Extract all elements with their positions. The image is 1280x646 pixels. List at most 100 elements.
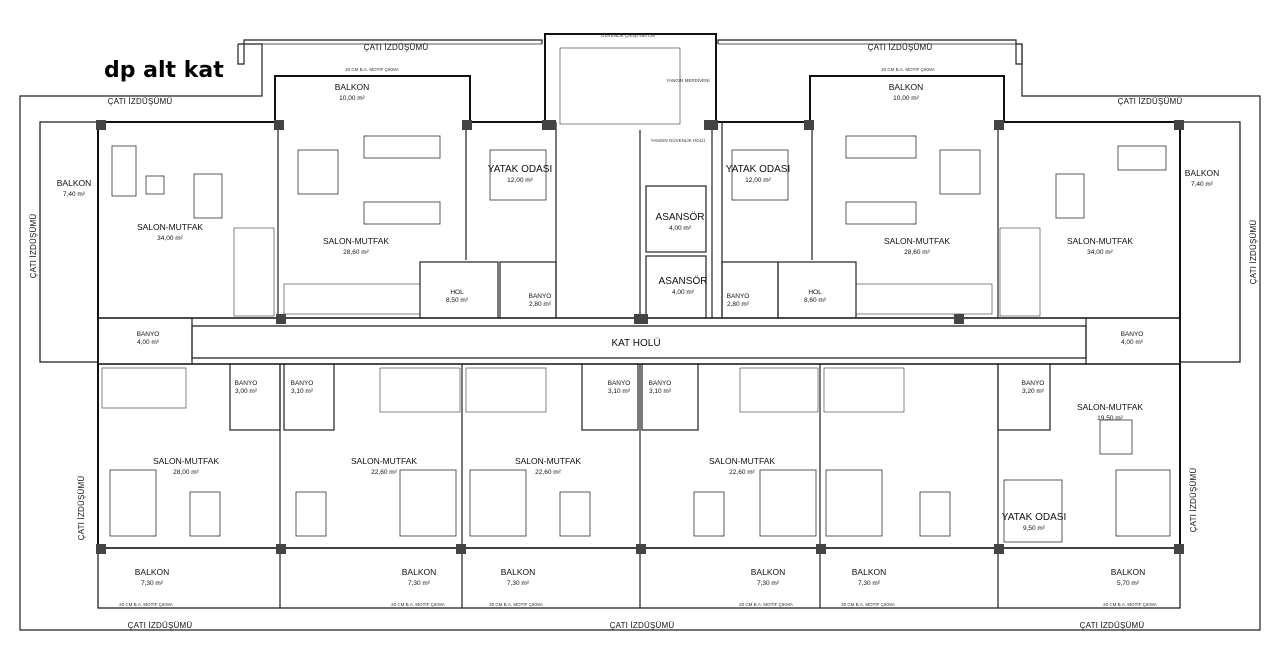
room-name-31: BALKON: [501, 567, 536, 577]
room-area-7: 12,00 m²: [745, 177, 771, 184]
room-name-25: SALON-MUTFAK: [351, 456, 417, 466]
roof-label-top-left: ÇATI İZDÜŞÜMÜ: [364, 43, 429, 52]
railing-note-6: 20 CM B.A. MOTİF ÇIKMA: [739, 601, 793, 607]
roof-label-right: ÇATI İZDÜŞÜMÜ: [1118, 97, 1183, 106]
roof-labels: ÇATI İZDÜŞÜMÜ ÇATI İZDÜŞÜMÜ ÇATI İZDÜŞÜM…: [29, 43, 1258, 630]
room-area-3: 7,40 m²: [1191, 181, 1214, 188]
room-name-34: BALKON: [1111, 567, 1146, 577]
room-name-21: BANYO: [649, 380, 672, 387]
room-area-21: 3,10 m²: [649, 388, 672, 395]
roof-label-side-left-upper: ÇATI İZDÜŞÜMÜ: [29, 214, 38, 279]
room-area-28: 9,50 m²: [1023, 525, 1046, 532]
room-area-34: 5,70 m²: [1117, 580, 1140, 587]
room-name-4: SALON-MUTFAK: [137, 222, 203, 232]
railing-note-5: 20 CM B.A. MOTİF ÇIKMA: [489, 601, 543, 607]
interior-walls: [97, 122, 1181, 608]
room-name-10: SALON-MUTFAK: [884, 236, 950, 246]
roof-label-left: ÇATI İZDÜŞÜMÜ: [108, 97, 173, 106]
room-name-15: BANYO: [727, 293, 750, 300]
room-name-8: ASANSÖR: [656, 211, 705, 223]
room-area-9: 4,00 m²: [672, 289, 695, 296]
room-area-24: 28,00 m²: [173, 469, 199, 476]
room-name-12: HOL: [450, 289, 464, 296]
roof-label-bottom-center: ÇATI İZDÜŞÜMÜ: [610, 621, 675, 630]
railing-note-1: 20 CM B.A. MOTİF ÇIKMA: [345, 66, 399, 72]
room-name-0: BALKON: [335, 82, 370, 92]
railing-note-4: 20 CM B.A. MOTİF ÇIKMA: [391, 601, 445, 607]
roof-label-side-left-lower: ÇATI İZDÜŞÜMÜ: [77, 476, 86, 541]
room-name-22: BANYO: [1022, 380, 1045, 387]
roof-label-bottom-left: ÇATI İZDÜŞÜMÜ: [128, 621, 193, 630]
room-name-9: ASANSÖR: [659, 275, 708, 287]
room-area-20: 3,10 m²: [608, 388, 631, 395]
room-area-23: 19,50 m²: [1097, 415, 1123, 422]
room-area-1: 10,00 m²: [893, 95, 919, 102]
shaft-width-note: GÜVENLİK ÇIKIŞI 400 CM: [601, 32, 655, 38]
room-area-31: 7,30 m²: [507, 580, 530, 587]
room-area-0: 10,00 m²: [339, 95, 365, 102]
roof-label-bottom-right: ÇATI İZDÜŞÜMÜ: [1080, 621, 1145, 630]
room-name-27: SALON-MUTFAK: [709, 456, 775, 466]
railing-note-2: 20 CM B.A. MOTİF ÇIKMA: [881, 66, 935, 72]
room-name-26: SALON-MUTFAK: [515, 456, 581, 466]
room-area-5: 28,60 m²: [343, 249, 369, 256]
railing-note-7: 20 CM B.A. MOTİF ÇIKMA: [841, 601, 895, 607]
room-name-23: SALON-MUTFAK: [1077, 402, 1143, 412]
room-area-6: 12,00 m²: [507, 177, 533, 184]
room-area-17: 4,00 m²: [1121, 339, 1144, 346]
room-name-2: BALKON: [57, 178, 92, 188]
room-area-18: 3,00 m²: [235, 388, 258, 395]
room-name-20: BANYO: [608, 380, 631, 387]
room-area-30: 7,30 m²: [408, 580, 431, 587]
room-name-13: HOL: [808, 289, 822, 296]
room-name-6: YATAK ODASI: [488, 164, 552, 175]
room-area-33: 7,30 m²: [858, 580, 881, 587]
roof-label-top-right: ÇATI İZDÜŞÜMÜ: [868, 43, 933, 52]
room-name-33: BALKON: [852, 567, 887, 577]
room-name-30: BALKON: [402, 567, 437, 577]
small-annotations: GÜVENLİK ÇIKIŞI 400 CM YANGIN MERDİVENİ …: [119, 32, 1157, 607]
room-area-8: 4,00 m²: [669, 225, 692, 232]
room-area-2: 7,40 m²: [63, 191, 86, 198]
roof-outline: [19, 39, 1261, 631]
corridor-label: KAT HOLÜ: [611, 337, 660, 349]
room-area-29: 7,30 m²: [141, 580, 164, 587]
roof-label-side-right-upper: ÇATI İZDÜŞÜMÜ: [1249, 220, 1258, 285]
room-name-18: BANYO: [235, 380, 258, 387]
room-area-26: 22,60 m²: [535, 469, 561, 476]
roof-label-side-right-lower: ÇATI İZDÜŞÜMÜ: [1189, 468, 1198, 533]
room-area-15: 2,80 m²: [727, 301, 750, 308]
furniture: [109, 135, 1171, 543]
room-name-24: SALON-MUTFAK: [153, 456, 219, 466]
room-labels: BALKON 10,00 m² BALKON 10,00 m² BALKON 7,40 m…: [57, 82, 1220, 587]
room-name-5: SALON-MUTFAK: [323, 236, 389, 246]
room-area-25: 22,60 m²: [371, 469, 397, 476]
fire-hall-note: YANGIN GÜVENLİK HOLÜ: [651, 137, 706, 143]
room-area-14: 2,80 m²: [529, 301, 552, 308]
room-area-4: 34,00 m²: [157, 235, 183, 242]
fire-escape-note: YANGIN MERDİVENİ: [666, 77, 709, 83]
room-name-17: BANYO: [1121, 331, 1144, 338]
room-name-19: BANYO: [291, 380, 314, 387]
room-area-27: 22,60 m²: [729, 469, 755, 476]
room-name-29: BALKON: [135, 567, 170, 577]
columns: [96, 120, 1184, 554]
room-name-1: BALKON: [889, 82, 924, 92]
room-area-12: 8,50 m²: [446, 297, 469, 304]
room-area-22: 3,20 m²: [1022, 388, 1045, 395]
room-area-19: 3,10 m²: [291, 388, 314, 395]
room-area-10: 28,60 m²: [904, 249, 930, 256]
room-name-7: YATAK ODASI: [726, 164, 790, 175]
staircases: [101, 47, 1041, 413]
room-name-14: BANYO: [529, 293, 552, 300]
room-name-28: YATAK ODASI: [1002, 512, 1066, 523]
room-area-13: 8,60 m²: [804, 297, 827, 304]
room-name-11: SALON-MUTFAK: [1067, 236, 1133, 246]
room-name-3: BALKON: [1185, 168, 1220, 178]
room-area-11: 34,00 m²: [1087, 249, 1113, 256]
railing-note-3: 20 CM B.A. MOTİF ÇIKMA: [119, 601, 173, 607]
room-area-16: 4,00 m²: [137, 339, 160, 346]
railing-note-8: 20 CM B.A. MOTİF ÇIKMA: [1103, 601, 1157, 607]
room-area-32: 7,30 m²: [757, 580, 780, 587]
